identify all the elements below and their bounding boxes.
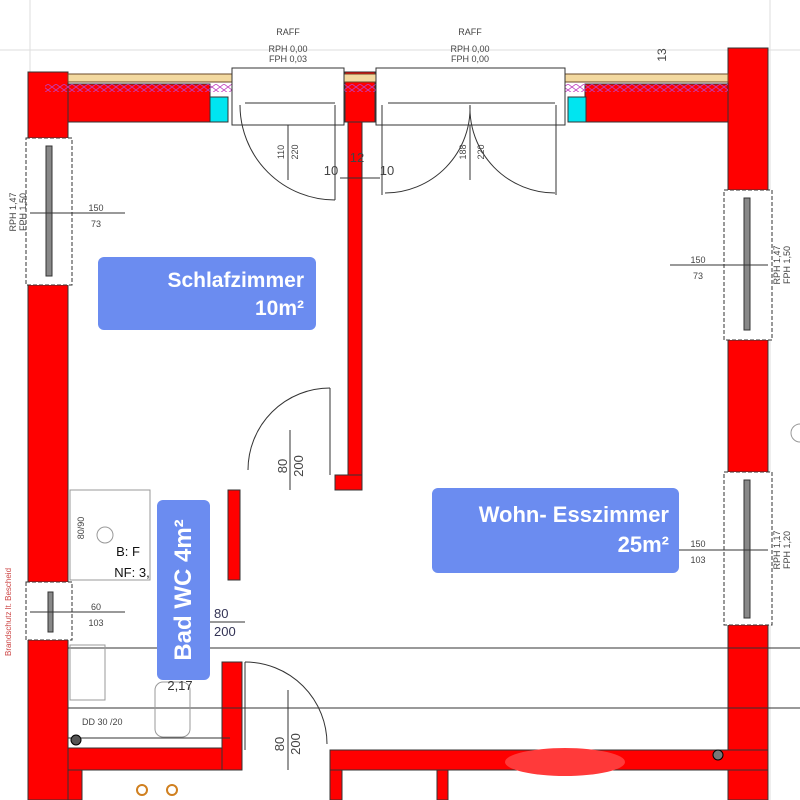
dim-text: 80 <box>275 459 290 473</box>
window-rph: RPH 1,47 <box>772 245 782 284</box>
circle-marker <box>790 423 800 443</box>
dim-text: 220 <box>476 144 486 159</box>
room-area: 10m² <box>254 297 304 320</box>
room-name: Bad WC 4m² <box>169 519 197 661</box>
dim-text: 150 <box>690 255 705 265</box>
window-fph: FPH 1,50 <box>18 193 28 231</box>
dim-text: 73 <box>91 219 101 229</box>
dim-text: 188 <box>458 144 468 159</box>
bath-fixtures <box>69 489 191 796</box>
window-fph: FPH 1,20 <box>782 531 792 569</box>
door-swings <box>239 104 557 770</box>
top-window-1-type: RAFF <box>276 27 300 37</box>
dim-text: 2,17 <box>167 678 192 693</box>
top-window-2-fph: FPH 0,00 <box>451 54 489 64</box>
dim-text: 150 <box>690 539 705 549</box>
dim-text: 103 <box>88 618 103 628</box>
dim-text: 103 <box>690 555 705 565</box>
dim-text: 60 <box>91 602 101 612</box>
window-rph: RPH 1,17 <box>772 530 782 569</box>
window-rph: RPH 1,47 <box>8 192 18 231</box>
walls <box>27 47 769 800</box>
dim-text: 110 <box>276 145 286 159</box>
dim-text: 73 <box>693 271 703 281</box>
room-name: Schlafzimmer <box>167 269 304 292</box>
redaction-mark <box>505 748 625 776</box>
shower-label: 80/90 <box>76 517 86 540</box>
top-window-2-type: RAFF <box>458 27 482 37</box>
fire-protection-note: Brandschutz lt. Bescheid <box>4 568 13 656</box>
top-window-1-rph: RPH 0,00 <box>268 44 307 54</box>
cyan-column <box>209 96 229 123</box>
dim-text: 12 <box>350 150 364 165</box>
cyan-column <box>567 96 587 123</box>
top-window-2-rph: RPH 0,00 <box>450 44 489 54</box>
dim-text: 220 <box>290 144 300 159</box>
duct-icon <box>70 734 82 746</box>
dim-text: 80 <box>214 606 228 621</box>
room-area: 25m² <box>617 532 669 557</box>
duct-label: DD 30 /20 <box>82 717 123 727</box>
bath-note: NF: 3, <box>114 565 149 580</box>
dim-text: 13 <box>655 48 669 62</box>
dim-text: 10 <box>380 163 394 178</box>
room-label-schlafzimmer: Schlafzimmer 10m² <box>98 257 316 330</box>
top-window-1-fph: FPH 0,03 <box>269 54 307 64</box>
dim-text: 150 <box>88 203 103 213</box>
duct-icon <box>712 749 724 761</box>
dim-text: 200 <box>291 455 306 477</box>
dim-text: 200 <box>288 733 303 755</box>
dim-text: 200 <box>214 624 236 639</box>
room-label-wohn-esszimmer: Wohn- Esszimmer 25m² <box>432 488 679 573</box>
room-name: Wohn- Esszimmer <box>478 502 669 527</box>
bath-note: B: F <box>116 544 140 559</box>
dim-text: 80 <box>272 737 287 751</box>
window-fph: FPH 1,50 <box>782 246 792 284</box>
room-label-bad-wc: Bad WC 4m² <box>157 500 210 680</box>
top-window-frames <box>231 67 566 126</box>
dim-text: 10 <box>324 163 338 178</box>
